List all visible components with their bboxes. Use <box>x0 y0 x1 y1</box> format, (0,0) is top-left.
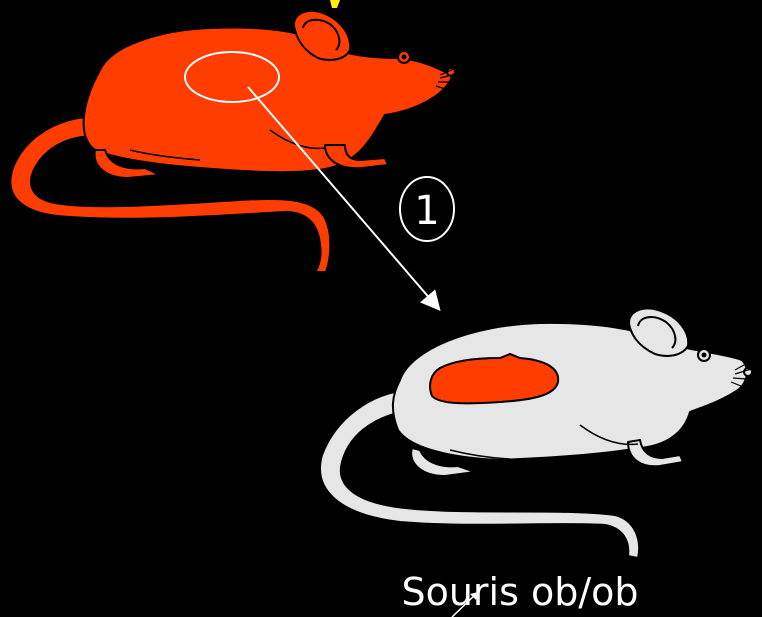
step-number-text: 1 <box>414 188 439 234</box>
yellow-fragment <box>330 0 340 8</box>
donor-mouse-body <box>84 28 452 173</box>
donor-mouse <box>10 11 472 272</box>
recipient-label: Souris ob/ob <box>401 570 638 614</box>
step-number-badge: 1 <box>400 177 454 241</box>
recipient-mouse <box>320 308 761 558</box>
